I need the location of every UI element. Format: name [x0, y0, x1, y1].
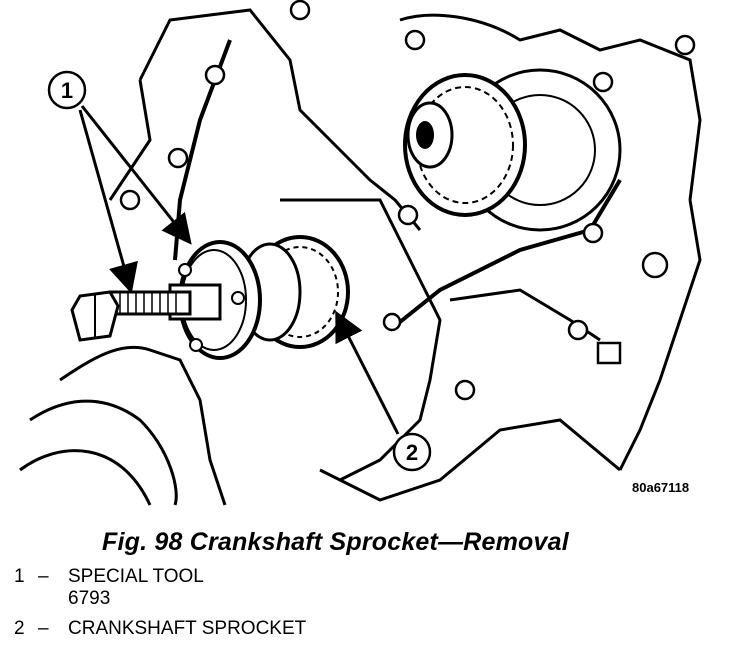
callout-2: 2 — [335, 310, 432, 472]
legend-item-number: 1 — [14, 566, 25, 587]
legend-item-number: 2 — [14, 618, 25, 639]
callout-1-label: 1 — [61, 78, 73, 103]
figure-reference-code: 80a67118 — [632, 480, 690, 495]
engine-bolts — [119, 0, 696, 401]
engine-illustration: 1 2 — [19, 0, 702, 506]
callout-2-label: 2 — [406, 440, 418, 465]
legend-item-line: SPECIAL TOOL — [68, 566, 204, 587]
legend-item: 2 – CRANKSHAFT SPROCKET — [14, 618, 306, 640]
legend-item-text: CRANKSHAFT SPROCKET — [68, 618, 306, 640]
special-tool-puller — [70, 240, 262, 360]
callout-1: 1 — [47, 70, 192, 294]
legend-item-line: 6793 — [68, 588, 111, 609]
legend: 1 – SPECIAL TOOL 6793 2 – CRANKSHAFT SPR… — [14, 566, 306, 648]
legend-item-text: SPECIAL TOOL 6793 — [68, 566, 204, 610]
camshaft-sprocket — [403, 73, 527, 217]
legend-item-line: CRANKSHAFT SPROCKET — [68, 618, 307, 639]
legend-item-dash: – — [38, 566, 49, 587]
legend-item-dash: – — [38, 618, 49, 639]
legend-item: 1 – SPECIAL TOOL 6793 — [14, 566, 306, 610]
figure-caption: Fig. 98 Crankshaft Sprocket—Removal — [102, 528, 569, 556]
